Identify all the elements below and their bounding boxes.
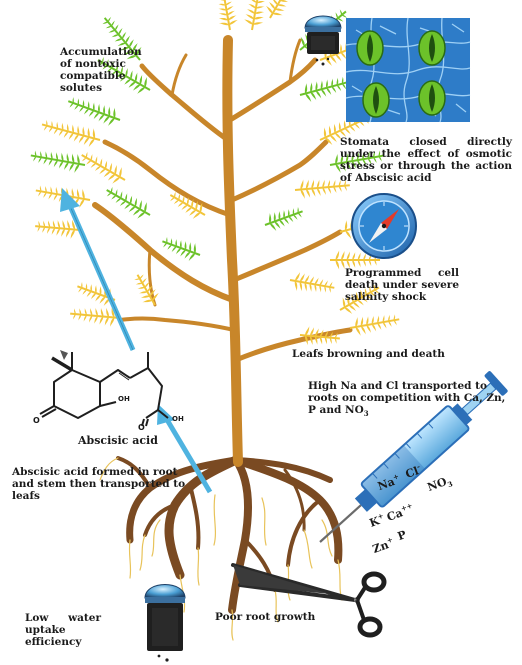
leaf-spray <box>262 202 306 234</box>
leaflet <box>132 209 140 215</box>
leaflet <box>170 197 175 201</box>
abscisic-acid-label: Abscisic acid <box>78 435 198 447</box>
leaflet <box>54 228 63 236</box>
leaflet <box>125 36 131 44</box>
leaflet <box>349 252 358 260</box>
aba-formed-label: Abscisic acid formed in root and stem th… <box>12 466 202 502</box>
abscisic-acid-structure <box>40 350 168 426</box>
molecule-oh-label: OH <box>118 395 130 403</box>
leaflet <box>177 202 183 207</box>
leaflet <box>192 212 201 219</box>
leaflet <box>115 198 121 203</box>
leaflet <box>355 253 363 261</box>
leaflet <box>82 158 87 162</box>
leaflet <box>344 307 353 314</box>
leaflet <box>309 189 318 198</box>
leaf-spray <box>299 325 341 348</box>
leaflet <box>258 0 266 1</box>
leaf-spray <box>288 270 336 297</box>
leaf-spray <box>348 310 401 338</box>
molecule-o-label: O <box>33 416 40 425</box>
leaflet <box>173 200 179 204</box>
leaflet <box>103 172 111 178</box>
programmed-cell-death-label: Programmed cell death under severe salin… <box>345 267 459 303</box>
leaflet <box>97 316 106 324</box>
leaflet <box>344 251 353 260</box>
scissors-icon <box>233 565 384 635</box>
leaf-spray <box>29 146 87 175</box>
leaflet <box>185 207 193 213</box>
leaflet <box>137 212 146 219</box>
accumulation-label: Accumulation of nontoxic compatible solu… <box>60 46 142 94</box>
leaflet <box>124 204 131 210</box>
stomata-cells-icon <box>346 18 470 122</box>
leaf-spray <box>214 0 240 32</box>
leaflet <box>112 177 121 184</box>
leaflet <box>118 28 123 35</box>
molecule-oh-label: OH <box>172 415 184 423</box>
leaflet <box>332 250 342 260</box>
leaf-browning-label: Leafs browning and death <box>292 348 472 360</box>
leaflet <box>218 0 225 3</box>
leaflet <box>102 317 112 326</box>
leaf-spray <box>39 115 102 150</box>
leaflet <box>119 201 126 206</box>
leaf-spray <box>262 0 301 23</box>
leaflet <box>338 251 348 260</box>
leaflet <box>111 21 115 27</box>
leaf-spray <box>65 92 123 129</box>
leaflet <box>266 5 273 14</box>
leaflet <box>90 163 96 168</box>
leaflet <box>181 205 188 210</box>
leaflet <box>86 161 92 165</box>
compass-icon <box>352 194 416 258</box>
leaflet <box>342 14 347 18</box>
salt-shaker-icon <box>145 585 185 662</box>
leaflet <box>140 274 144 279</box>
ion-transport-label: High Na and Cl transported to roots on c… <box>308 380 508 420</box>
leaflet <box>107 317 117 326</box>
leaflet <box>94 166 101 171</box>
leaflet <box>108 17 112 22</box>
leaflet <box>332 260 342 270</box>
leaflet <box>122 32 127 39</box>
leaflet <box>92 316 101 324</box>
transport-arrow <box>60 188 133 350</box>
leaf-spray <box>129 270 163 310</box>
leaflet <box>99 169 106 175</box>
leaflet <box>128 207 136 213</box>
leaflet <box>297 179 307 189</box>
ion-transport-text: High Na and Cl transported to roots on c… <box>308 380 505 416</box>
leaflet <box>353 302 361 308</box>
ion-transport-subscript: 3 <box>364 409 369 418</box>
leaflet <box>107 118 117 126</box>
leaf-spray <box>242 0 271 32</box>
poor-root-growth-label: Poor root growth <box>215 611 325 623</box>
leaflet <box>111 196 117 200</box>
molecule-o-label: O <box>138 423 145 432</box>
leaflet <box>115 24 120 30</box>
ion-ca-charge: ++ <box>399 501 413 513</box>
leaflet <box>314 188 323 196</box>
low-water-uptake-label: Low water uptake efficiency <box>25 612 101 648</box>
stomata-label: Stomata closed directly under the effect… <box>340 136 512 184</box>
leaflet <box>107 174 115 180</box>
leaflet <box>142 278 146 284</box>
leaflet <box>107 193 112 197</box>
